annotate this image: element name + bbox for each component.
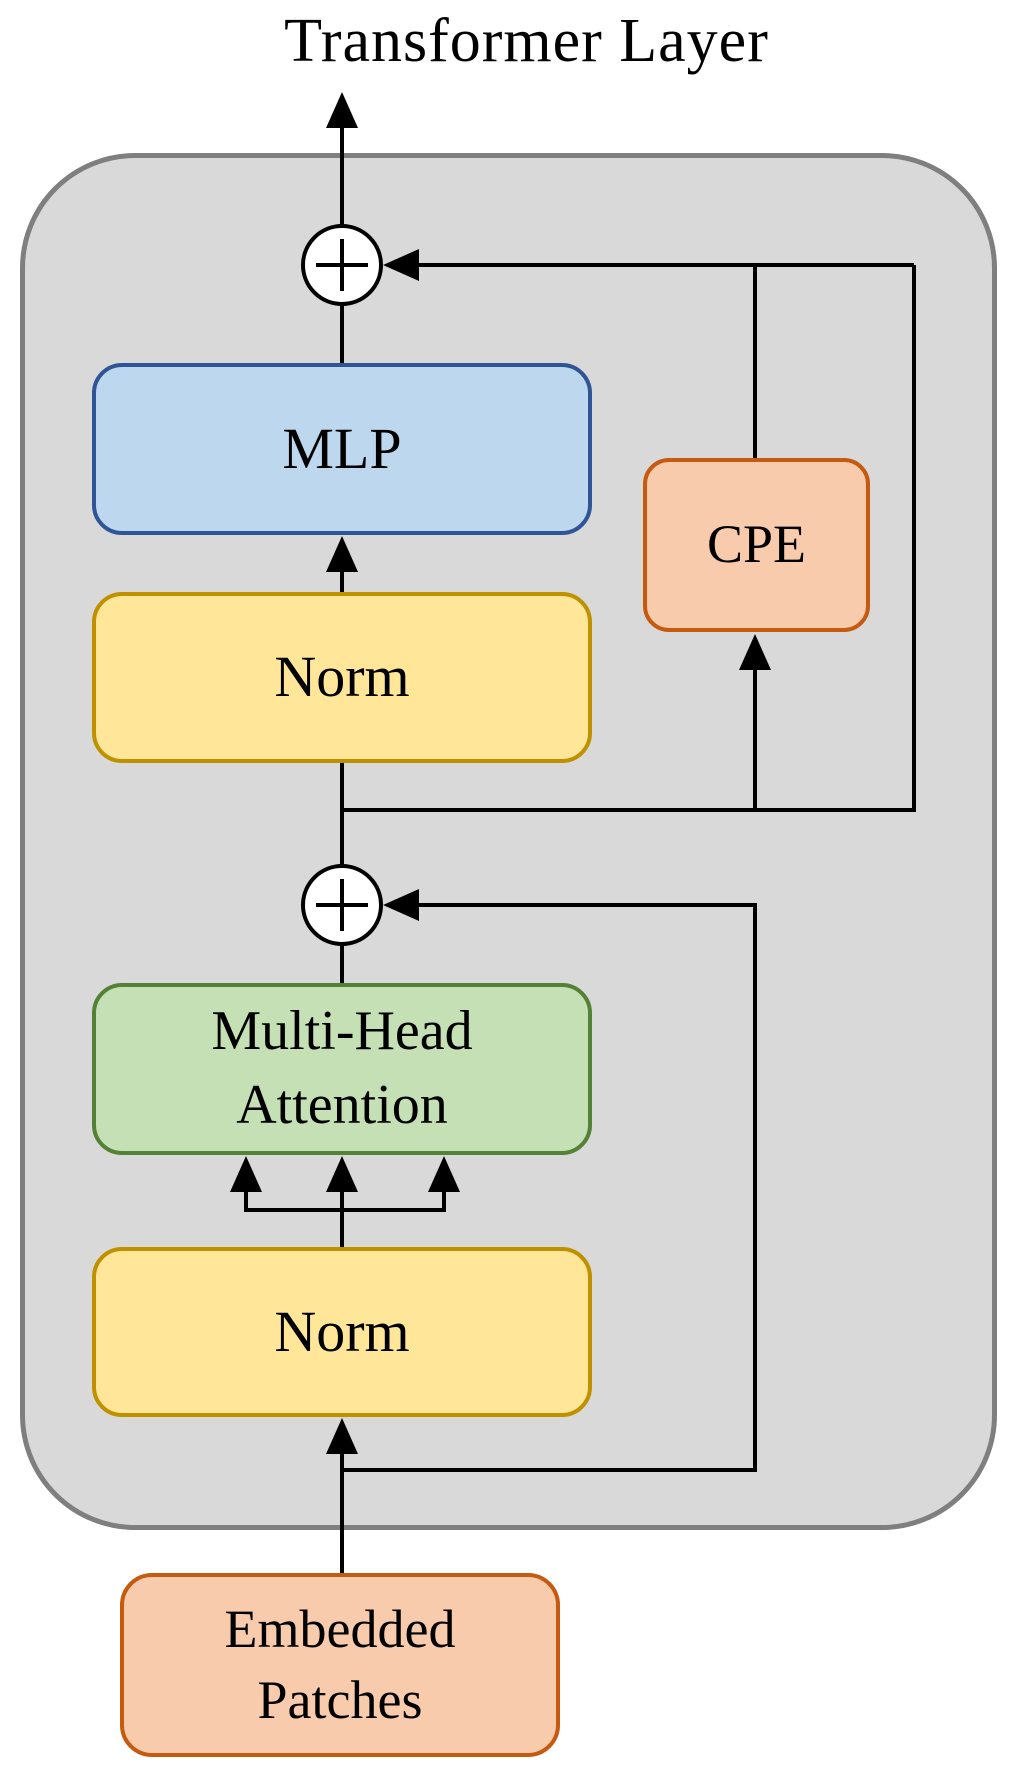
plus-icon [305, 228, 379, 302]
plus-icon [305, 868, 379, 942]
line-qkv-right [442, 1186, 446, 1212]
sum-mid-arrowhead-icon [383, 889, 419, 921]
mlp-arrowhead-icon [326, 536, 358, 572]
norm-bottom-arrowhead-icon [326, 1418, 358, 1454]
line-mlp-to-sum-top [340, 304, 344, 365]
line-skip-right-lower [753, 903, 757, 1472]
line-qkv-left [244, 1186, 248, 1212]
mlp-label: MLP [282, 415, 402, 481]
line-branch-to-cpe-and-skip [342, 808, 914, 812]
mha-label-line2: Attention [236, 1074, 448, 1136]
line-qkv-mid [340, 1186, 344, 1212]
line-into-sum-mid [415, 903, 757, 907]
line-input-branch [342, 1468, 757, 1472]
norm-bottom-label: Norm [274, 1298, 410, 1364]
line-mha-to-sum-mid [340, 944, 344, 985]
mha-label-line1: Multi-Head [211, 1000, 473, 1063]
line-qkv-bar [244, 1208, 446, 1212]
sum-node-top [301, 224, 383, 306]
embedded-label-line2: Patches [257, 1670, 423, 1730]
norm-top-label: Norm [274, 644, 410, 710]
qkv-right-arrowhead-icon [428, 1156, 460, 1192]
line-sum-top-to-output [340, 126, 344, 226]
norm-bottom-box: Norm [92, 1247, 592, 1417]
line-sum-mid-to-norm-top [340, 763, 344, 866]
qkv-mid-arrowhead-icon [326, 1156, 358, 1192]
line-norm-bottom-to-qkv [340, 1208, 344, 1249]
sum-top-arrowhead-icon [383, 249, 419, 281]
qkv-left-arrowhead-icon [230, 1156, 262, 1192]
sum-node-mid [301, 864, 383, 946]
mlp-box: MLP [92, 363, 592, 535]
line-into-cpe [753, 662, 757, 812]
line-cpe-output [753, 265, 757, 460]
cpe-arrowhead-icon [739, 634, 771, 670]
embedded-patches-box: Embedded Patches [120, 1573, 560, 1757]
embedded-label-line1: Embedded [224, 1598, 456, 1659]
diagram-title: Transformer Layer [284, 7, 769, 75]
cpe-box: CPE [643, 458, 870, 632]
line-skip-right-upper [912, 265, 916, 812]
line-into-sum-top [415, 263, 914, 267]
line-norm-top-to-mlp [340, 558, 344, 594]
cpe-label: CPE [706, 514, 807, 575]
multi-head-attention-box: Multi-Head Attention [92, 983, 592, 1155]
line-embedded-to-norm [340, 1448, 344, 1573]
output-arrowhead-icon [326, 92, 358, 128]
norm-top-box: Norm [92, 592, 592, 763]
